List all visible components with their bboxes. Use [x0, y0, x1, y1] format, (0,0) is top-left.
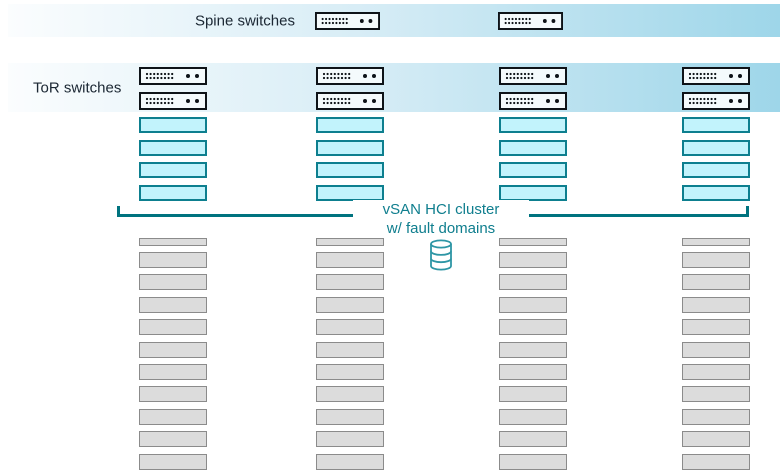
server-node: [316, 431, 384, 448]
cluster-node: [316, 117, 384, 133]
cluster-node: [499, 139, 567, 156]
server-node: [139, 453, 207, 470]
tor-switch-icon: [316, 67, 384, 85]
cluster-label-line1: vSAN HCI cluster: [382, 201, 500, 218]
spine-switches-label: Spine switches: [194, 12, 295, 29]
cluster-node: [682, 162, 750, 178]
cluster-node: [499, 184, 567, 201]
server-node: [316, 252, 384, 268]
cluster-node: [316, 162, 384, 178]
spine-switch-icon: [498, 12, 563, 30]
server-node: [499, 252, 567, 268]
server-node: [682, 319, 750, 336]
server-node: [682, 296, 750, 313]
server-node: [682, 431, 750, 448]
server-node: [316, 296, 384, 313]
cluster-node: [139, 117, 207, 133]
cluster-label: vSAN HCI cluster w/ fault domains: [353, 200, 529, 238]
cluster-node: [499, 117, 567, 133]
server-node: [139, 274, 207, 291]
server-node: [499, 274, 567, 291]
server-node: [499, 296, 567, 313]
cluster-node: [682, 184, 750, 201]
server-node: [139, 296, 207, 313]
tor-switch-icon: [499, 92, 567, 110]
server-node: [682, 238, 750, 246]
server-node: [499, 238, 567, 246]
server-node: [682, 386, 750, 403]
cluster-node: [139, 184, 207, 201]
server-node: [499, 386, 567, 403]
server-node: [682, 408, 750, 425]
tor-switch-icon: [682, 92, 750, 110]
server-node: [139, 408, 207, 425]
server-node: [139, 252, 207, 268]
cluster-node: [499, 162, 567, 178]
cluster-node: [682, 117, 750, 133]
tor-band: ToR switches: [8, 63, 780, 112]
server-node: [139, 431, 207, 448]
cluster-node: [139, 162, 207, 178]
server-node: [316, 319, 384, 336]
server-node: [499, 341, 567, 358]
server-node: [139, 364, 207, 380]
tor-switch-icon: [139, 67, 207, 85]
server-node: [139, 386, 207, 403]
server-node: [316, 341, 384, 358]
server-node: [682, 252, 750, 268]
database-icon: [429, 239, 453, 271]
server-node: [316, 364, 384, 380]
server-node: [139, 341, 207, 358]
server-node: [499, 453, 567, 470]
tor-switches-label: ToR switches: [33, 79, 122, 96]
server-node: [682, 364, 750, 380]
cluster-node: [139, 139, 207, 156]
server-node: [682, 453, 750, 470]
tor-switch-icon: [316, 92, 384, 110]
server-node: [499, 431, 567, 448]
spine-band: Spine switches: [8, 4, 780, 37]
cluster-node: [316, 184, 384, 201]
server-node: [682, 274, 750, 291]
spine-switch-icon: [315, 12, 380, 30]
server-node: [682, 341, 750, 358]
cluster-node: [682, 139, 750, 156]
server-node: [499, 319, 567, 336]
server-node: [499, 364, 567, 380]
server-node: [139, 319, 207, 336]
server-node: [316, 238, 384, 246]
server-node: [316, 386, 384, 403]
cluster-node: [316, 139, 384, 156]
tor-switch-icon: [499, 67, 567, 85]
tor-switch-icon: [682, 67, 750, 85]
server-node: [139, 238, 207, 246]
server-node: [316, 274, 384, 291]
cluster-label-line2: w/ fault domains: [386, 220, 496, 237]
server-node: [499, 408, 567, 425]
server-node: [316, 408, 384, 425]
tor-switch-icon: [139, 92, 207, 110]
server-node: [316, 453, 384, 470]
